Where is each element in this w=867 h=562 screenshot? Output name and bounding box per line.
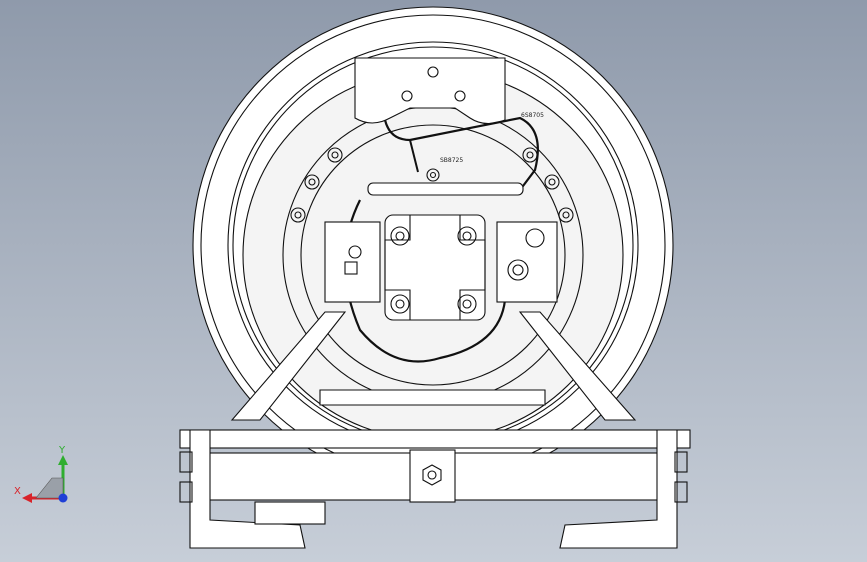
right-foot [559,429,678,549]
left-strut [230,311,347,421]
hub-bolt-circle [290,147,574,223]
y-axis-arrow [58,455,68,465]
left-foot [189,429,306,549]
z-axis-dot [58,493,68,503]
y-axis-label: Y [58,445,66,456]
valve-port [525,228,545,248]
drum-hub-ring-inner [300,124,566,386]
motor-bolts [390,226,477,314]
bracket-hole [454,90,466,102]
right-valve-block [496,221,558,303]
cross-member [319,389,546,406]
part-label-center: SB8725 [440,157,463,164]
hydraulic-hose-link [409,139,419,173]
valve-port-inner [512,264,524,276]
motor-bottom-left [254,501,326,525]
coordinate-triad[interactable]: Y X [14,445,68,503]
hydraulic-motor-housing [384,214,486,321]
center-nut [422,464,442,486]
x-axis-label: X [14,486,21,497]
base-top-rail [179,429,691,449]
triad-plane [35,477,64,499]
motor-flange [384,214,486,321]
hose-crossbar [367,182,524,196]
right-bolt [674,481,688,503]
right-strut [518,311,637,421]
bracket-hole [427,66,439,78]
bracket-hole [401,90,413,102]
left-bolt [179,451,193,473]
center-nut-hole [427,470,437,480]
hydraulic-hose-upper [383,116,539,191]
x-axis-arrow [22,493,32,503]
part-label-upper: 6S8705 [521,112,544,119]
valve-fitting [344,261,358,275]
hose-reel-assembly[interactable] [179,6,691,549]
valve-port [348,245,362,259]
valve-port [507,259,529,281]
base-center-plate [409,449,456,503]
left-bolt [179,481,193,503]
right-bolt [674,451,688,473]
